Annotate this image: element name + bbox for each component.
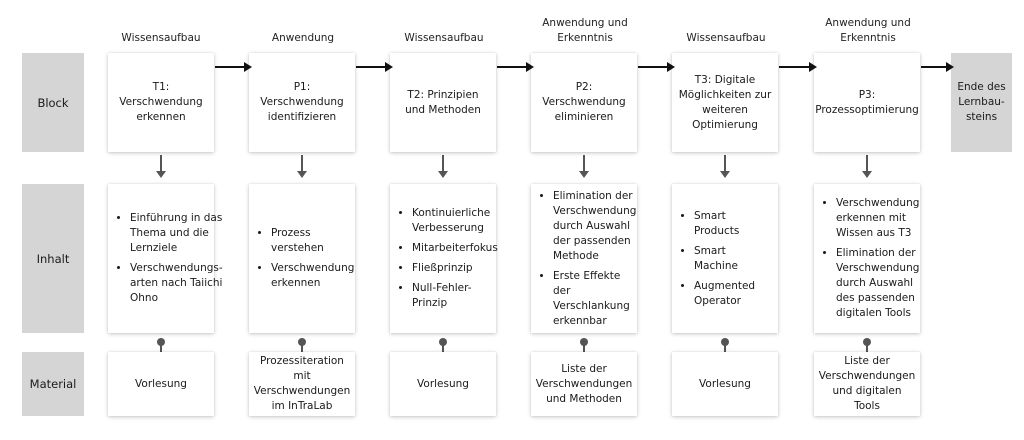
block-box-t3: T3: Digitale Möglichkeiten zur weiteren … bbox=[672, 53, 778, 152]
down-arrow-6 bbox=[862, 155, 872, 178]
flow-arrow-1 bbox=[215, 62, 252, 72]
block-box-p2: P2: Verschwendung eliminieren bbox=[531, 53, 637, 152]
inhalt-item: Fließprinzip bbox=[412, 261, 498, 276]
connector-pin-3 bbox=[439, 338, 447, 353]
block-label: P1: Verschwendung identifizieren bbox=[260, 81, 344, 123]
flow-arrow-2 bbox=[356, 62, 393, 72]
block-label: P2: Verschwendung eliminieren bbox=[542, 81, 626, 123]
phase-header-3: Wissensaufbau bbox=[404, 32, 484, 44]
flow-arrow-3 bbox=[497, 62, 534, 72]
phase-header-2: Anwendung bbox=[271, 32, 335, 44]
row-label-block: Block bbox=[22, 53, 84, 152]
connector-pin-1 bbox=[157, 338, 165, 353]
block-box-p3: P3: Prozessoptimierung bbox=[814, 53, 920, 152]
inhalt-list: Elimination der Verschwendung durch Ausw… bbox=[541, 189, 636, 329]
inhalt-item: Prozess verstehen bbox=[271, 226, 354, 256]
material-label: Vorlesung bbox=[699, 377, 751, 390]
block-box-t1: T1: Verschwendung erkennen bbox=[108, 53, 214, 152]
material-label: Liste der Verschwendungen und Methoden bbox=[535, 362, 633, 405]
inhalt-box-1: Einführung in das Thema und die Lernziel… bbox=[108, 184, 223, 333]
inhalt-item: Null-Fehler-Prinzip bbox=[412, 281, 498, 311]
connector-pin-4 bbox=[580, 338, 588, 353]
inhalt-item: Einführung in das Thema und die Lernziel… bbox=[130, 211, 223, 256]
phase-header-1: Wissensaufbau bbox=[121, 32, 201, 44]
material-box-5: Vorlesung bbox=[672, 352, 778, 416]
inhalt-item: Elimination der Verschwendung durch Ausw… bbox=[836, 246, 919, 321]
material-box-3: Vorlesung bbox=[390, 352, 496, 416]
material-label: Prozessiteration mit Verschwendungen im … bbox=[253, 355, 351, 412]
block-label: T1: Verschwendung erkennen bbox=[119, 81, 203, 123]
connector-pin-2 bbox=[298, 338, 306, 353]
inhalt-item: Smart Products bbox=[694, 209, 772, 239]
flow-arrow-5 bbox=[779, 62, 817, 72]
block-box-t2: T2: Prinzipien und Methoden bbox=[390, 53, 496, 152]
row-label-material: Material bbox=[22, 352, 84, 416]
down-arrow-3 bbox=[438, 155, 448, 178]
down-arrow-4 bbox=[579, 155, 589, 178]
inhalt-list: Prozess verstehen Verschwendung erkennen bbox=[259, 226, 354, 291]
connector-pin-5 bbox=[721, 338, 729, 353]
down-arrow-2 bbox=[297, 155, 307, 178]
inhalt-list: Kontinuierliche Verbesserung Mitarbeiter… bbox=[400, 206, 498, 311]
material-box-6: Liste der Verschwendungen und digitalen … bbox=[814, 352, 920, 416]
material-label: Liste der Verschwendungen und digitalen … bbox=[818, 355, 916, 412]
inhalt-list: Verschwendung erkennen mit Wissen aus T3… bbox=[824, 196, 919, 321]
inhalt-box-4: Elimination der Verschwendung durch Ausw… bbox=[531, 184, 637, 333]
phase-header-6: Anwendung und Erkenntnis bbox=[825, 17, 911, 44]
block-box-p1: P1: Verschwendung identifizieren bbox=[249, 53, 355, 152]
connector-pin-6 bbox=[863, 338, 871, 353]
inhalt-item: Smart Machine bbox=[694, 244, 772, 274]
block-label: P3: Prozessoptimierung bbox=[815, 88, 919, 116]
block-label: T3: Digitale Möglichkeiten zur weiteren … bbox=[678, 73, 772, 131]
inhalt-item: Kontinuierliche Verbesserung bbox=[412, 206, 498, 236]
inhalt-box-5: Smart Products Smart Machine Augmented O… bbox=[672, 184, 778, 333]
down-arrow-5 bbox=[720, 155, 730, 178]
inhalt-list: Smart Products Smart Machine Augmented O… bbox=[682, 209, 772, 309]
down-arrow-1 bbox=[156, 155, 166, 178]
inhalt-box-2: Prozess verstehen Verschwendung erkennen bbox=[249, 184, 355, 333]
material-label: Vorlesung bbox=[417, 377, 469, 390]
inhalt-item: Augmented Operator bbox=[694, 279, 772, 309]
flow-arrow-4 bbox=[638, 62, 675, 72]
flow-arrow-6 bbox=[921, 62, 954, 72]
material-box-4: Liste der Verschwendungen und Methoden bbox=[531, 352, 637, 416]
inhalt-box-6: Verschwendung erkennen mit Wissen aus T3… bbox=[814, 184, 920, 333]
material-label: Vorlesung bbox=[135, 377, 187, 390]
inhalt-item: Verschwendung erkennen mit Wissen aus T3 bbox=[836, 196, 919, 241]
material-box-1: Vorlesung bbox=[108, 352, 214, 416]
inhalt-item: Mitarbeiterfokus bbox=[412, 241, 498, 256]
row-label-inhalt: Inhalt bbox=[22, 184, 84, 333]
inhalt-list: Einführung in das Thema und die Lernziel… bbox=[118, 211, 223, 306]
inhalt-item: Erste Effekte der Verschlankung erkennba… bbox=[553, 269, 636, 329]
inhalt-item: Verschwendung erkennen bbox=[271, 261, 354, 291]
end-box: Ende des Lernbau-steins bbox=[951, 53, 1012, 152]
material-box-2: Prozessiteration mit Verschwendungen im … bbox=[249, 352, 355, 416]
phase-header-5: Wissensaufbau bbox=[686, 32, 766, 44]
phase-header-4: Anwendung und Erkenntnis bbox=[542, 17, 628, 44]
inhalt-box-3: Kontinuierliche Verbesserung Mitarbeiter… bbox=[390, 184, 498, 333]
inhalt-item: Elimination der Verschwendung durch Ausw… bbox=[553, 189, 636, 264]
inhalt-item: Verschwendungs-arten nach Taiichi Ohno bbox=[130, 261, 223, 306]
block-label: T2: Prinzipien und Methoden bbox=[405, 88, 481, 116]
